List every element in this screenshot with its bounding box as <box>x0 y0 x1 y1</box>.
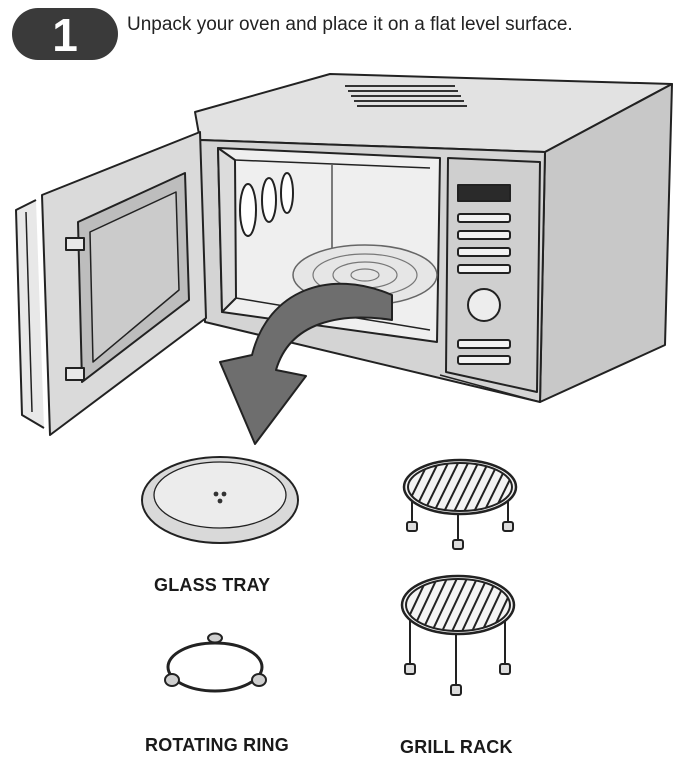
glass-tray-label: GLASS TRAY <box>154 575 271 595</box>
display-window <box>457 184 511 202</box>
oven-door <box>15 131 207 436</box>
step-badge: 1 <box>10 6 120 62</box>
grill-rack-tall-icon <box>400 574 516 696</box>
grill-rack-label: GRILL RACK <box>400 737 513 757</box>
glass-tray-icon <box>141 456 299 544</box>
dial-knob <box>467 288 501 322</box>
vent-grille <box>345 85 467 107</box>
step-badge-icon: 1 <box>12 8 118 61</box>
step-number: 1 <box>52 9 78 61</box>
instruction-text: Unpack your oven and place it on a flat … <box>127 14 573 35</box>
rotating-ring-label: ROTATING RING <box>145 735 289 755</box>
microwave-oven-illustration <box>15 73 673 436</box>
grill-rack-short-icon <box>402 458 518 550</box>
arrow-icon <box>219 282 393 445</box>
rotating-ring-icon <box>164 632 267 693</box>
control-panel <box>445 157 541 393</box>
